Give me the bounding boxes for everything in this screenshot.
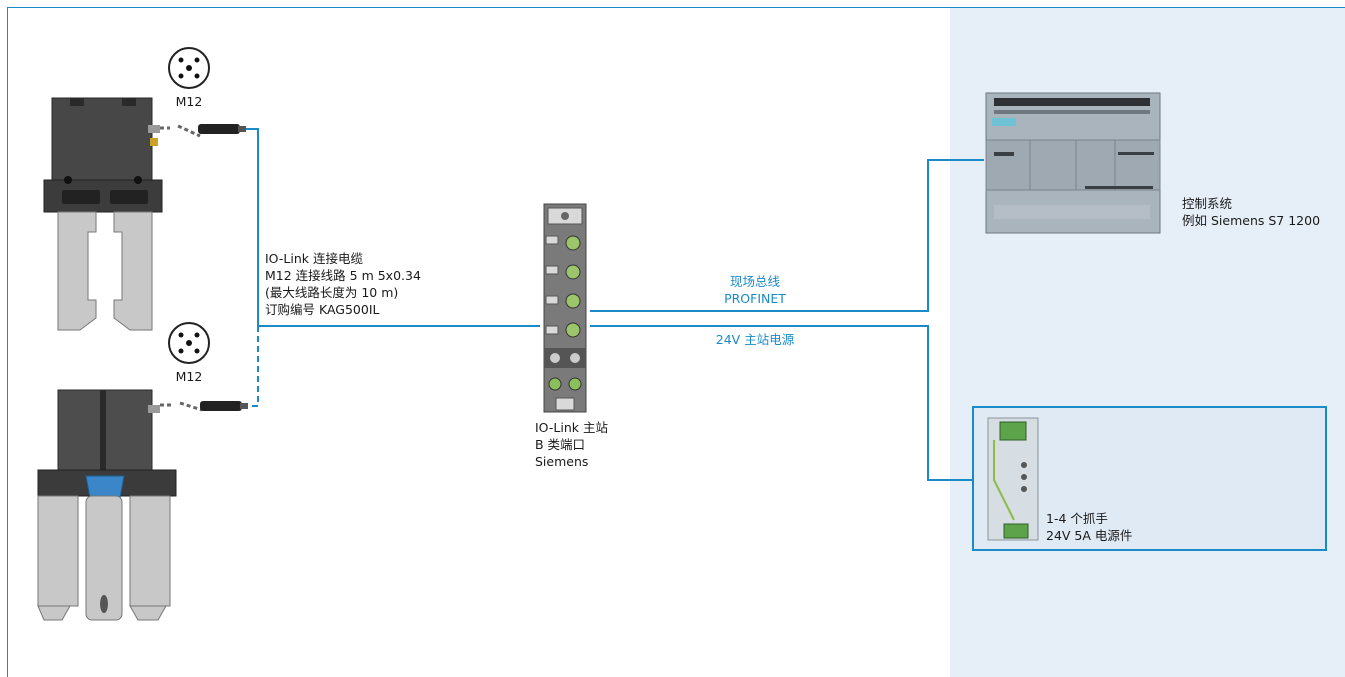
cable-title: IO-Link 连接电缆 <box>265 251 363 266</box>
io-link-wiring <box>246 128 540 407</box>
plc-label: 控制系统 例如 Siemens S7 1200 <box>1182 195 1320 229</box>
bottom-sensor-cable <box>160 401 248 412</box>
psu-rating: 24V 5A 电源件 <box>1046 528 1133 543</box>
m12-connector-top-icon <box>168 47 210 89</box>
power-line <box>590 325 974 481</box>
m12-connector-bottom-icon <box>168 322 210 364</box>
master-port-class: B 类端口 <box>535 437 586 452</box>
psu-gripper-count: 1-4 个抓手 <box>1046 511 1108 526</box>
diagram-frame <box>7 7 1345 677</box>
cable-spec: IO-Link 连接电缆 M12 连接线路 5 m 5x0.34 (最大线路长度… <box>265 250 421 318</box>
plc-title: 控制系统 <box>1182 196 1233 211</box>
fieldbus-protocol: PROFINET <box>724 291 786 306</box>
master-label: IO-Link 主站 B 类端口 Siemens <box>535 419 608 470</box>
m12-label-bottom: M12 <box>172 368 206 385</box>
parallel-gripper <box>43 97 163 331</box>
master-vendor: Siemens <box>535 454 589 469</box>
power-supply-unit <box>987 417 1039 541</box>
master-title: IO-Link 主站 <box>535 420 608 435</box>
cable-order-number: 订购编号 KAG500IL <box>265 302 380 317</box>
m12-label-top: M12 <box>172 93 206 110</box>
profinet-line <box>590 159 984 312</box>
cable-connection: M12 连接线路 5 m 5x0.34 <box>265 268 421 283</box>
power-line-label: 24V 主站电源 <box>690 331 820 348</box>
fieldbus-title: 现场总线 <box>729 274 780 289</box>
three-jaw-gripper <box>37 389 177 621</box>
fieldbus-label: 现场总线 PROFINET <box>700 273 810 307</box>
m12-label-bottom-text: M12 <box>175 369 203 384</box>
top-sensor-cable <box>160 124 246 138</box>
plc-model: 例如 Siemens S7 1200 <box>1182 213 1321 228</box>
cable-max-length: (最大线路长度为 10 m) <box>265 285 399 300</box>
m12-label-top-text: M12 <box>175 94 203 109</box>
plc-controller <box>985 92 1161 234</box>
psu-label: 1-4 个抓手 24V 5A 电源件 <box>1046 510 1132 544</box>
power-line-text: 24V 主站电源 <box>715 332 795 347</box>
io-link-master-module <box>543 203 587 413</box>
